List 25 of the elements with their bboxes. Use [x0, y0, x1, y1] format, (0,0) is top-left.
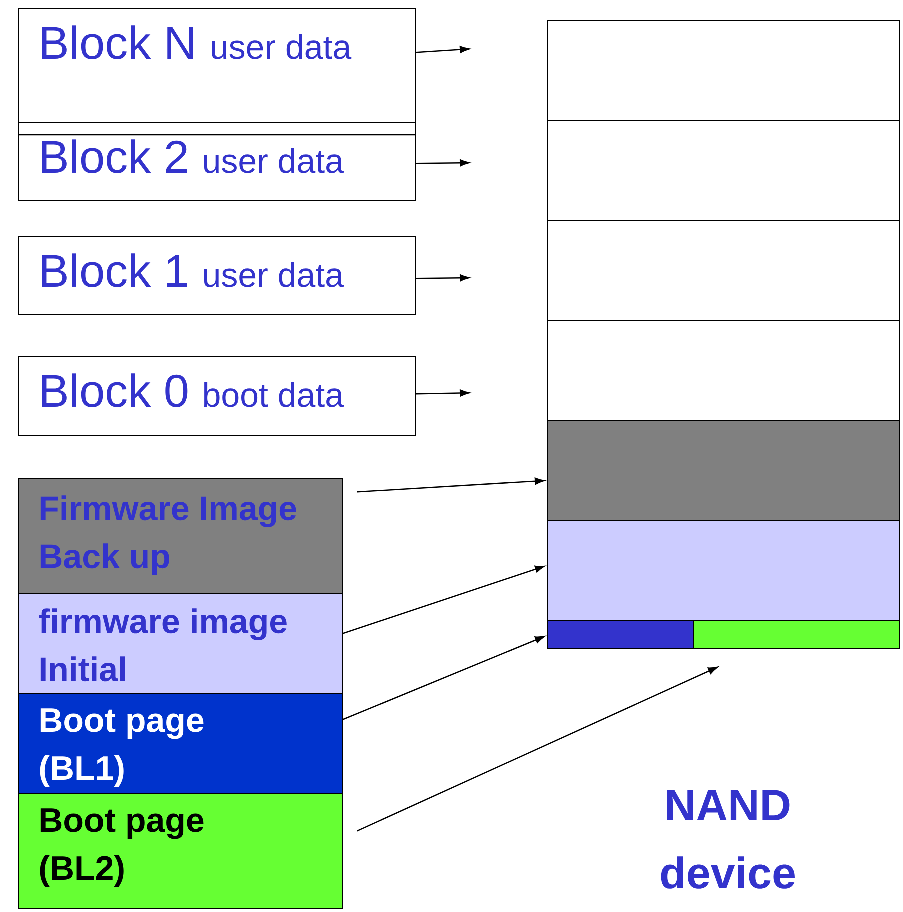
arrow — [416, 160, 470, 167]
memory-block — [547, 220, 900, 322]
arrow — [357, 666, 718, 832]
arrow — [416, 390, 470, 397]
arrow — [343, 566, 545, 634]
boot-page-region — [547, 620, 694, 650]
block-box: Block 0 boot data — [18, 356, 416, 436]
arrow — [357, 478, 545, 493]
boot-page-box: Boot page (BL2) — [18, 793, 344, 910]
arrow — [416, 46, 470, 54]
memory-block — [547, 20, 900, 122]
device-label: NAND device — [661, 790, 795, 889]
initial-image-region — [547, 520, 900, 622]
arrow — [416, 274, 470, 282]
backup-region — [547, 420, 900, 522]
firmware-initial-box: firmware image Initial — [18, 593, 344, 694]
block-box: Block 2 user data — [18, 122, 416, 202]
arrow — [343, 636, 545, 720]
memory-block — [547, 120, 900, 222]
memory-block — [547, 320, 900, 422]
boot-page-region — [693, 620, 900, 650]
block-box: Block N user data — [18, 8, 416, 124]
block-box: Block 1 user data — [18, 236, 416, 316]
firmware-backup-box: Firmware Image Back up — [18, 478, 344, 594]
boot-page-box: Boot page (BL1) — [18, 693, 344, 794]
